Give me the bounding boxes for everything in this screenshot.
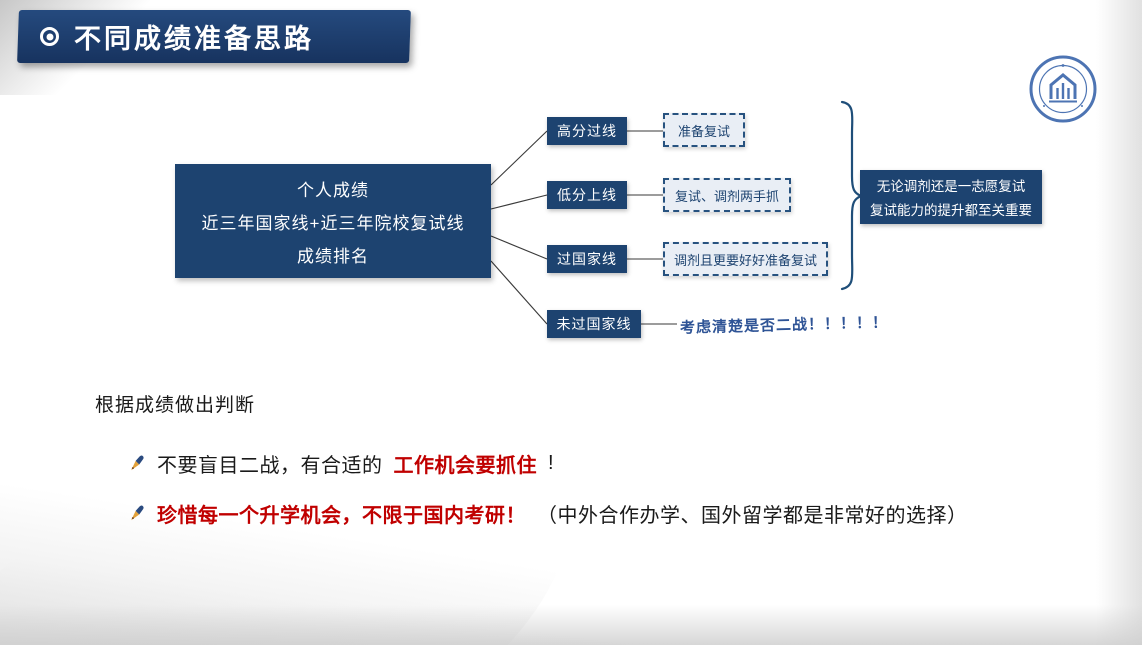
outcome-box-retest-and-adjust: 复试、调剂两手抓 bbox=[663, 178, 791, 212]
bullet-item-1: 不要盲目二战，有合适的工作机会要抓住! bbox=[128, 449, 554, 478]
section-heading: 根据成绩做出判断 bbox=[95, 395, 256, 416]
outcome-box-prepare-retest: 准备复试 bbox=[663, 113, 745, 147]
main-box-line-3: 成绩排名 bbox=[297, 246, 369, 266]
curly-brace bbox=[840, 100, 864, 291]
brace-note-box: 无论调剂还是一志愿复试 复试能力的提升都至关重要 bbox=[860, 170, 1042, 224]
bullet-1-text-normal: 不要盲目二战，有合适的 bbox=[157, 455, 383, 477]
main-box-line-1: 个人成绩 bbox=[297, 180, 369, 200]
university-logo-icon bbox=[1028, 54, 1098, 124]
bullet-item-2: 珍惜每一个升学机会，不限于国内考研！ （中外合作办学、国外留学都是非常好的选择） bbox=[128, 499, 968, 528]
outcome-box-adjust-prepare: 调剂且更要好好准备复试 bbox=[663, 242, 829, 276]
branch-box-failed-national: 未过国家线 bbox=[547, 310, 641, 338]
bullet-1-text-highlight: 工作机会要抓住 bbox=[393, 455, 537, 477]
title-banner-content: 不同成绩准备思路 bbox=[40, 17, 314, 56]
pen-bullet-icon bbox=[131, 455, 144, 470]
brace-note-line-2: 复试能力的提升都至关重要 bbox=[870, 203, 1032, 218]
branch-box-passed-national: 过国家线 bbox=[547, 245, 627, 273]
bullet-2-text-normal: （中外合作办学、国外留学都是非常好的选择） bbox=[537, 505, 968, 527]
pen-bullet-icon bbox=[131, 505, 144, 520]
flowchart-main-box: 个人成绩 近三年国家线+近三年院校复试线 成绩排名 bbox=[175, 164, 491, 278]
brace-note-line-1: 无论调剂还是一志愿复试 bbox=[876, 179, 1026, 194]
target-bullet-icon-dot bbox=[46, 33, 53, 40]
background-sweep-right bbox=[1096, 0, 1142, 645]
branch-box-low-score: 低分上线 bbox=[547, 181, 627, 209]
bullet-2-text-highlight: 珍惜每一个升学机会，不限于国内考研！ bbox=[157, 505, 526, 527]
main-box-line-2: 近三年国家线+近三年院校复试线 bbox=[201, 213, 465, 233]
slide-title: 不同成绩准备思路 bbox=[74, 24, 314, 54]
branch-box-high-score: 高分过线 bbox=[547, 117, 627, 145]
target-bullet-icon bbox=[40, 27, 59, 46]
handwritten-note: 考虑清楚是否二战！！！！！ bbox=[679, 314, 889, 337]
background-sweep-bottom bbox=[0, 605, 1142, 645]
bullet-1-text-suffix: ! bbox=[548, 452, 555, 474]
title-banner: 不同成绩准备思路 bbox=[17, 10, 411, 63]
